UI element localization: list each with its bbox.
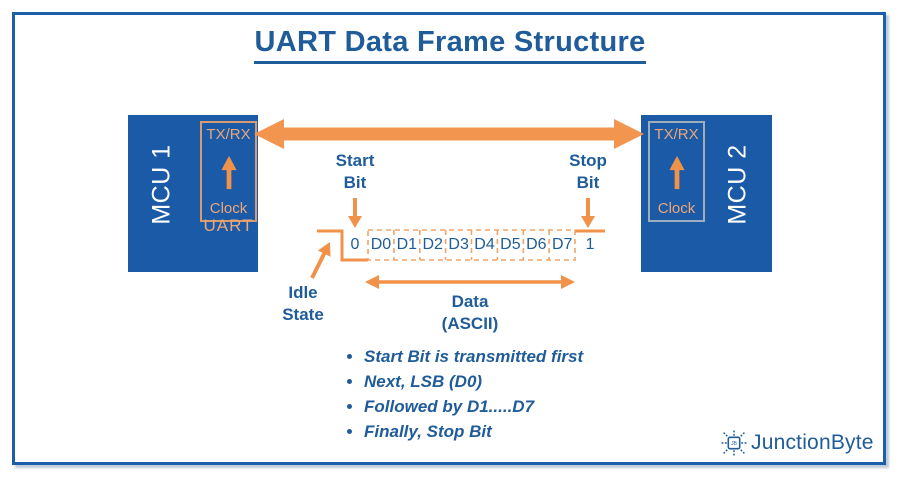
stop-bit-arrow-icon	[581, 198, 595, 228]
notes-list: Start Bit is transmitted first Next, LSB…	[346, 348, 583, 448]
data-bit-cell-d7: D7	[551, 236, 573, 253]
stop-bit-label-line1: Stop	[569, 151, 607, 170]
start-bit-cell: 0	[350, 236, 360, 253]
idle-state-label-line1: Idle	[288, 283, 318, 302]
stop-bit-label-line2: Bit	[576, 173, 600, 192]
idle-step-line	[317, 229, 368, 262]
note-item: Followed by D1.....D7	[364, 398, 583, 416]
data-ascii-label: Data (ASCII)	[410, 291, 530, 335]
data-span-double-arrow-icon	[365, 275, 575, 289]
data-bit-cell-d3: D3	[448, 236, 469, 253]
mcu2-uart-port-box: TX/RX Clock	[648, 121, 705, 222]
data-bit-cell-d6: D6	[526, 236, 547, 253]
page-title-text: UART Data Frame Structure	[254, 26, 646, 64]
idle-state-arrow-icon	[310, 242, 331, 279]
uart-frame-waveform	[310, 198, 605, 289]
note-item: Start Bit is transmitted first	[364, 348, 583, 366]
mcu2-name-text: MCU 2	[723, 144, 752, 225]
mcu1-clock-up-arrow-icon	[220, 155, 237, 189]
mcu1-uart-port-box: TX/RX Clock	[200, 121, 257, 222]
mcu1-clock-label: Clock	[209, 200, 248, 217]
mcu1-block: MCU 1 TX/RX Clock UART	[128, 115, 258, 272]
idle-state-label: Idle State	[271, 282, 335, 326]
start-bit-arrow-icon	[348, 198, 362, 228]
data-bit-cell-d0: D0	[370, 236, 392, 253]
mcu1-name: MCU 1	[132, 115, 192, 254]
data-bit-cell-d2: D2	[422, 236, 443, 253]
mcu2-txrx-label: TX/RX	[654, 126, 699, 143]
data-bit-cell-d1: D1	[396, 236, 418, 253]
mcu2-name: MCU 2	[708, 115, 768, 254]
data-ascii-label-line2: (ASCII)	[441, 314, 499, 333]
junctionbyte-chip-icon: JB	[721, 430, 747, 456]
stop-bit-cell: 1	[585, 236, 595, 253]
mcu2-clock-up-arrow-icon	[668, 155, 685, 189]
start-bit-label-line1: Start	[335, 151, 375, 170]
svg-text:JB: JB	[731, 441, 738, 447]
bus-double-arrow-icon	[254, 119, 644, 149]
data-bit-cell-d4: D4	[474, 236, 495, 253]
data-bit-cell-d5: D5	[500, 236, 521, 253]
mcu1-txrx-label: TX/RX	[206, 126, 251, 143]
start-bit-label: Start Bit	[320, 150, 390, 194]
frame-bit-row: 0 D0 D1 D2 D3 D4 D5 D6 D7 1	[342, 230, 605, 260]
idle-state-label-line2: State	[282, 305, 324, 324]
page-title: UART Data Frame Structure	[0, 26, 900, 64]
mcu1-uart-label: UART	[203, 216, 254, 235]
stop-bit-label: Stop Bit	[553, 150, 623, 194]
note-item: Finally, Stop Bit	[364, 423, 583, 441]
mcu2-clock-label: Clock	[657, 200, 696, 217]
junctionbyte-logo: JB JunctionByte	[720, 429, 874, 457]
data-ascii-label-line1: Data	[451, 292, 489, 311]
junctionbyte-logo-text: JunctionByte	[751, 431, 874, 454]
mcu2-block: MCU 2 TX/RX Clock	[641, 115, 772, 272]
page-border	[12, 12, 886, 465]
data-bit-separators	[393, 230, 550, 260]
start-bit-label-line2: Bit	[343, 173, 367, 192]
note-item: Next, LSB (D0)	[364, 373, 583, 391]
mcu1-name-text: MCU 1	[147, 144, 176, 225]
